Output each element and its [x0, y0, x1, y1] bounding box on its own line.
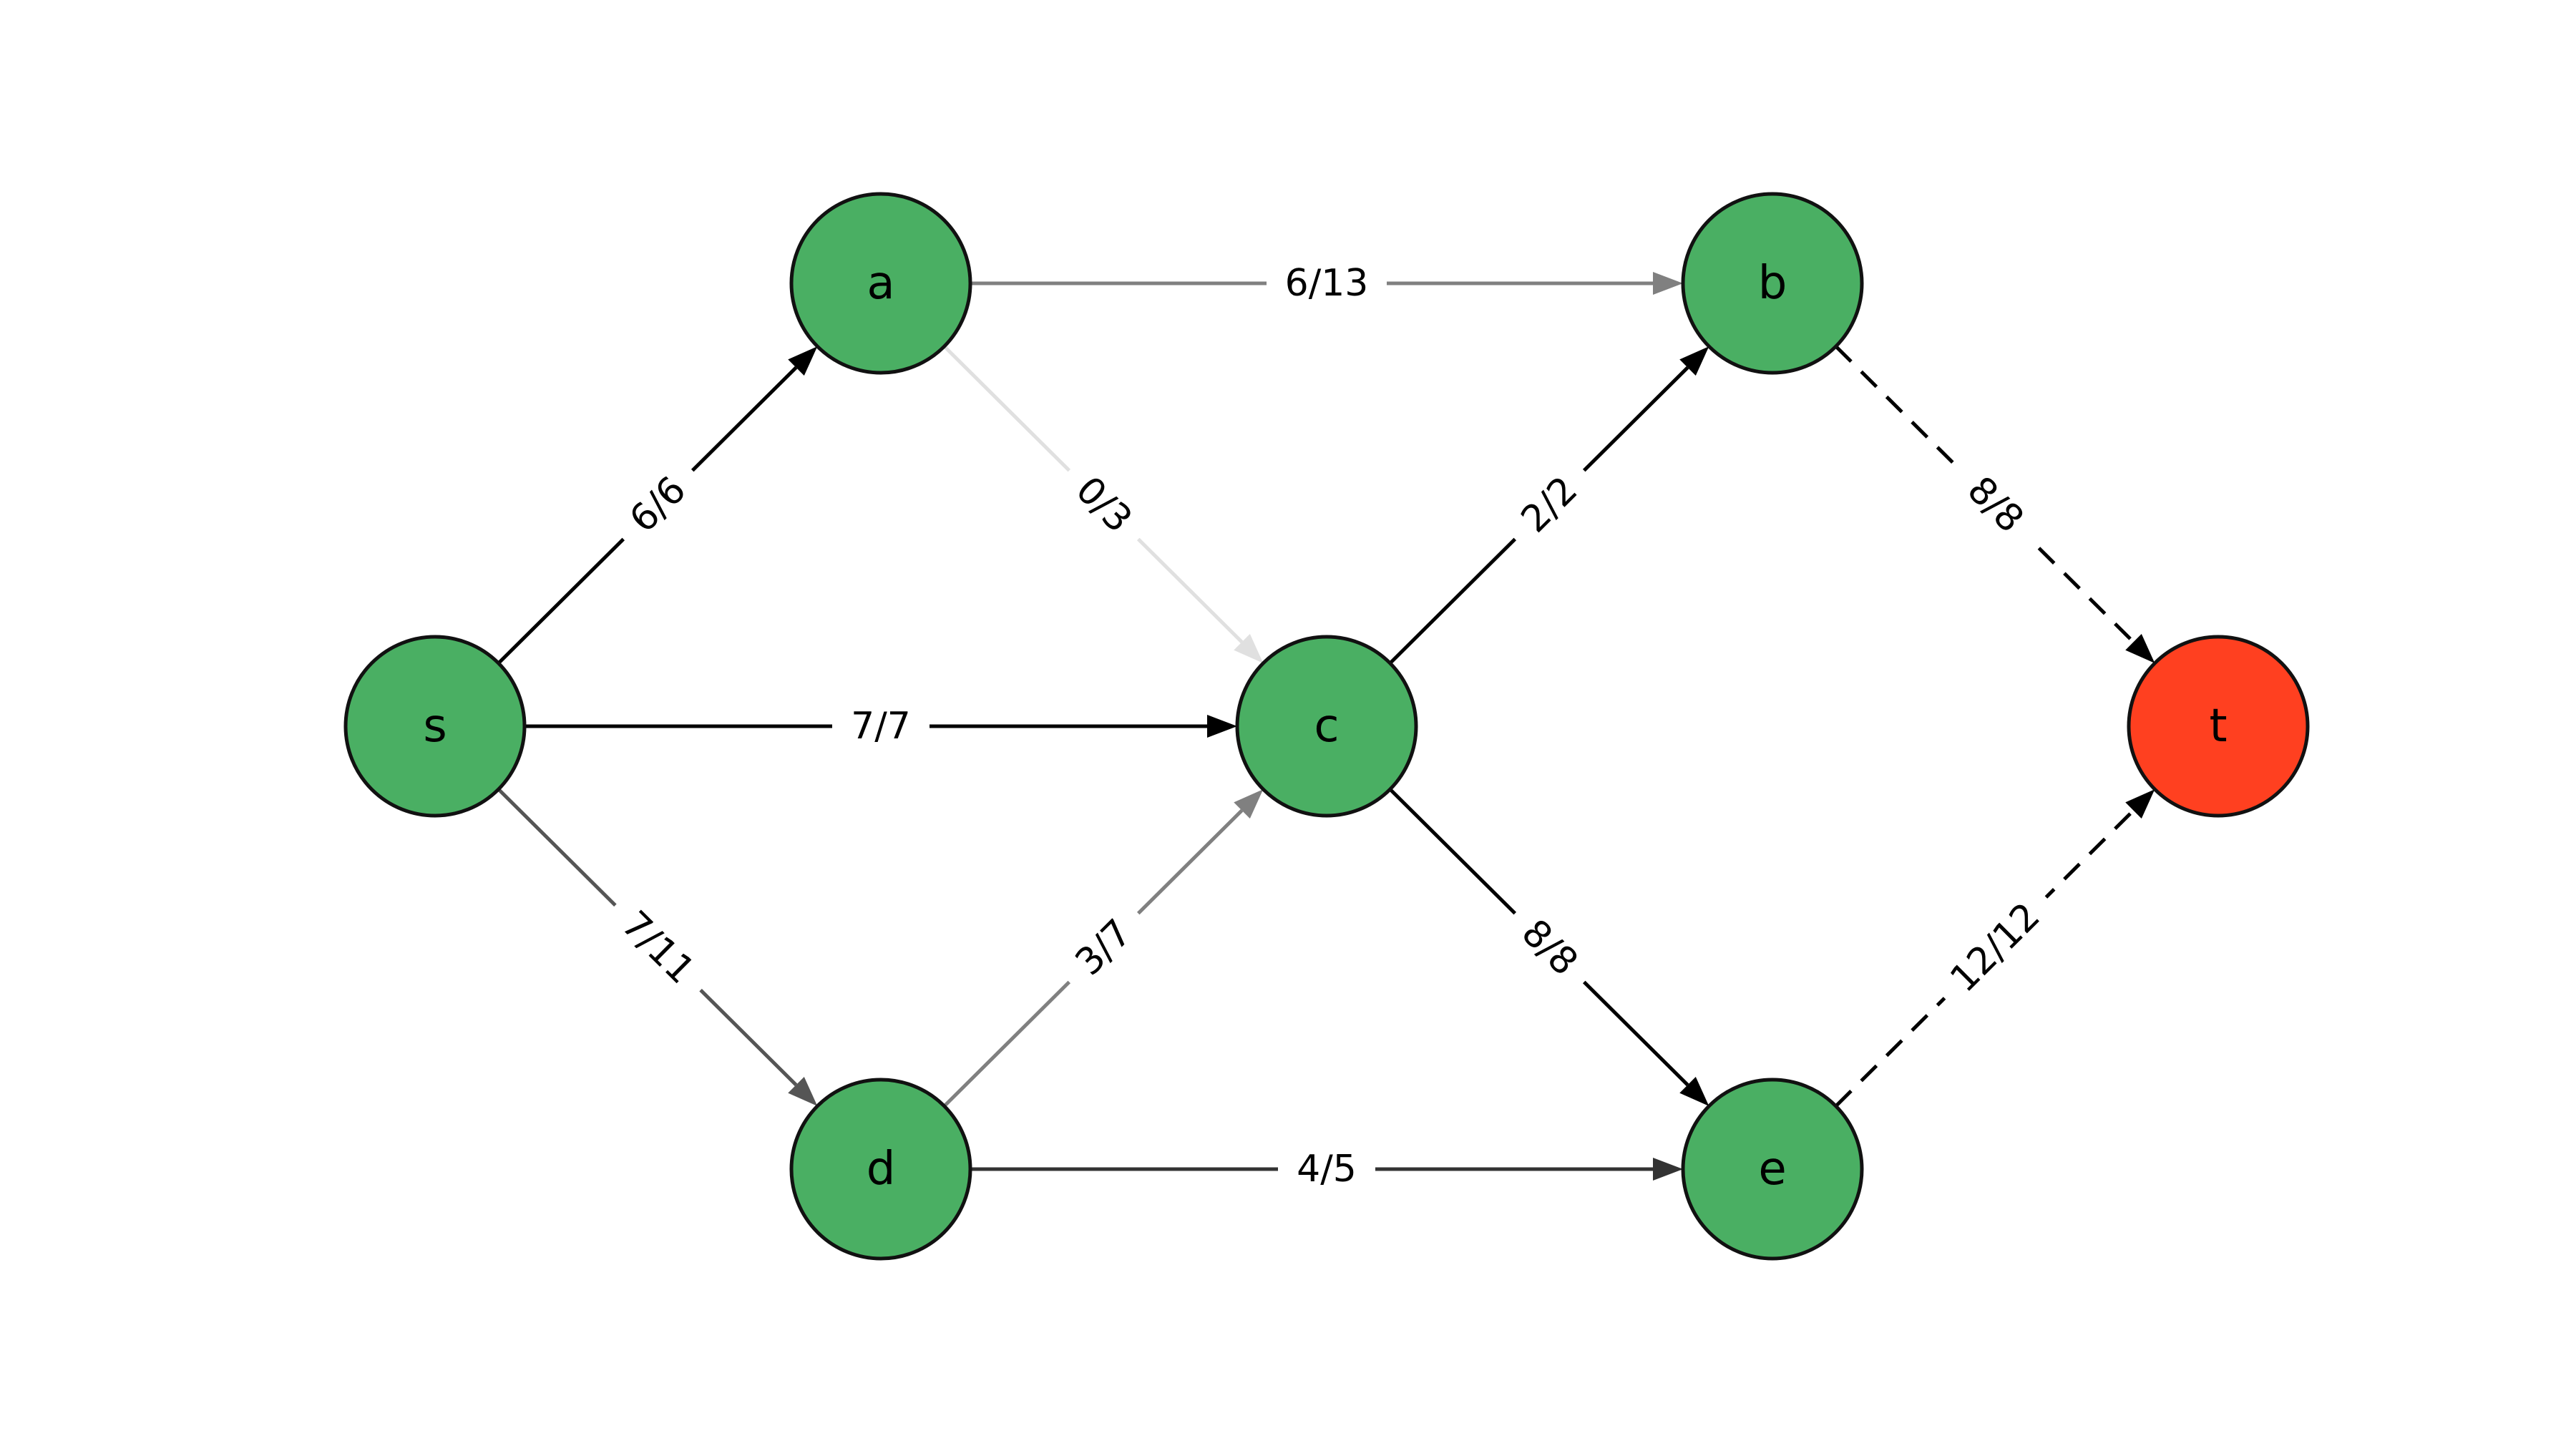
edge-arrowhead-b-t — [2125, 633, 2155, 663]
edge-label-background — [1278, 1143, 1375, 1195]
node-circle-a — [789, 192, 972, 375]
edge-arrowhead-s-a — [788, 346, 818, 376]
edge-arrowhead-a-c — [1234, 633, 1264, 663]
edge-d-e: 4/5 — [970, 1143, 1683, 1195]
edge-label-background — [1496, 895, 1603, 1000]
edge-label-background — [1050, 895, 1157, 1000]
node-label-t: t — [2209, 700, 2227, 753]
edge-a-c: 0/3 — [942, 345, 1264, 663]
edge-d-c: 3/7 — [942, 789, 1264, 1108]
node-t: t — [2127, 635, 2310, 818]
edge-arrowhead-c-b — [1679, 346, 1709, 376]
node-a: a — [789, 192, 972, 375]
node-e: e — [1681, 1078, 1864, 1261]
edge-label-background — [1496, 452, 1603, 557]
edge-arrowhead-d-e — [1653, 1158, 1683, 1181]
node-b: b — [1681, 192, 1864, 375]
node-c: c — [1235, 635, 1418, 818]
node-label-d: d — [867, 1143, 896, 1196]
edge-arrowhead-s-d — [788, 1076, 818, 1106]
edge-arrowhead-c-e — [1679, 1076, 1709, 1106]
node-circle-t — [2127, 635, 2310, 818]
edge-s-c: 7/7 — [525, 700, 1237, 752]
node-circle-d — [789, 1078, 972, 1261]
node-circle-c — [1235, 635, 1418, 818]
edge-label-text: 6/13 — [1285, 262, 1369, 305]
edge-arrowhead-s-c — [1207, 715, 1237, 738]
edge-label-text: 4/5 — [1297, 1148, 1357, 1191]
edge-a-b: 6/13 — [970, 258, 1683, 309]
edge-label-a-b: 6/13 — [1267, 258, 1387, 309]
edge-label-text: 7/7 — [851, 705, 911, 748]
edge-label-background — [1926, 879, 2064, 1017]
node-circle-s — [343, 635, 527, 818]
node-label-s: s — [423, 700, 447, 753]
edge-label-background — [605, 452, 711, 557]
node-d: d — [789, 1078, 972, 1261]
node-label-c: c — [1314, 700, 1339, 753]
nodes-layer: s a b c d e t — [343, 192, 2310, 1261]
edge-arrowhead-a-b — [1653, 272, 1683, 295]
edge-arrowhead-e-t — [2125, 789, 2155, 819]
node-s: s — [343, 635, 527, 818]
edge-label-d-e: 4/5 — [1278, 1143, 1375, 1195]
edge-label-background — [832, 700, 930, 752]
node-label-e: e — [1758, 1143, 1786, 1196]
edge-label-background — [597, 887, 719, 1009]
node-circle-e — [1681, 1078, 1864, 1261]
node-label-a: a — [867, 257, 894, 310]
node-label-b: b — [1758, 257, 1787, 310]
node-circle-b — [1681, 192, 1864, 375]
edge-label-s-c: 7/7 — [832, 700, 930, 752]
edge-label-background — [1050, 452, 1157, 557]
edge-arrowhead-d-c — [1234, 789, 1264, 819]
edge-label-d-c: 3/7 — [1050, 895, 1157, 1000]
edge-label-background — [1942, 452, 2049, 557]
edge-label-background — [1267, 258, 1387, 309]
